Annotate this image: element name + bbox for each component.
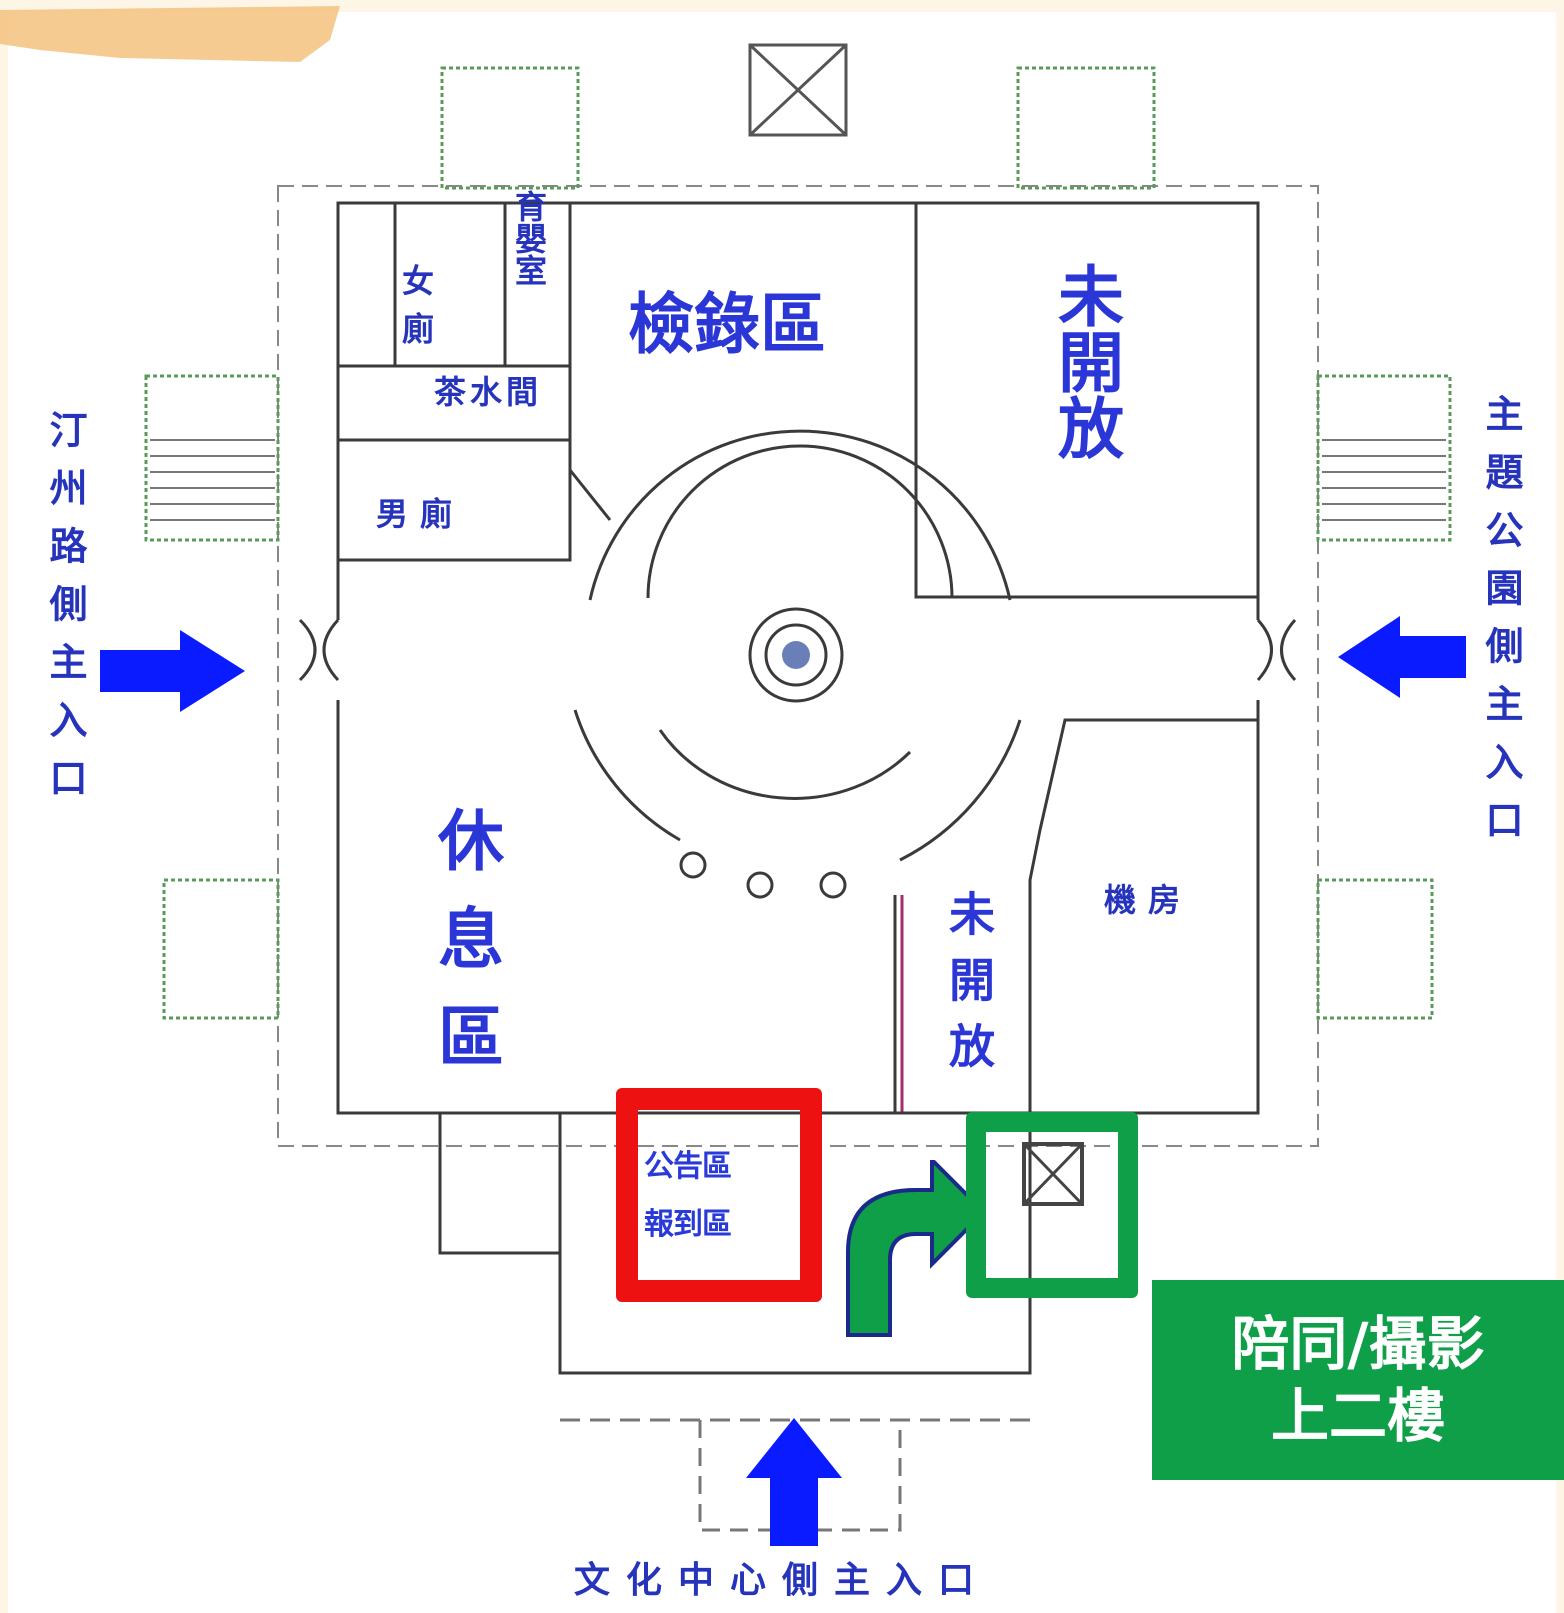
entrance-west-label: 汀州路側主入口 xyxy=(43,410,87,816)
elevator-highlight-box xyxy=(966,1112,1138,1298)
check-in-label: 報到區 xyxy=(644,1207,732,1242)
entrance-south-label: 文化中心側主入口 xyxy=(574,1560,991,1601)
room-mens-restroom-label: 男廁 xyxy=(376,495,465,533)
escort-note-box: 陪同/攝影 上二樓 xyxy=(1152,1280,1564,1480)
escort-note-line1: 陪同/攝影 xyxy=(1231,1310,1485,1378)
check-in-highlight-box xyxy=(616,1088,822,1302)
room-tea-label: 茶水間 xyxy=(434,373,543,411)
room-inspection-label: 檢錄區 xyxy=(628,286,826,363)
arrow-up-icon xyxy=(746,1418,842,1546)
curved-arrow-icon xyxy=(846,1160,986,1337)
arrow-right-icon xyxy=(100,630,245,712)
room-closed-center-label: 未開放 xyxy=(942,890,996,1088)
room-rest-area-label: 休息區 xyxy=(427,806,504,1100)
room-nursing-label: 育嬰室 xyxy=(510,190,548,286)
notice-board-label: 公告區 xyxy=(644,1149,732,1184)
escort-note-line2: 上二樓 xyxy=(1270,1382,1445,1450)
entrance-east-label: 主題公園側主入口 xyxy=(1479,394,1523,858)
elevator-icon xyxy=(1022,1142,1084,1206)
room-closed-top-right-label: 未開放 xyxy=(1047,262,1124,460)
room-machine-label: 機房 xyxy=(1104,881,1193,919)
brush-stroke-decoration xyxy=(0,6,340,62)
arrow-left-icon xyxy=(1338,616,1466,698)
room-womens-restroom-label: 女廁 xyxy=(397,264,435,360)
